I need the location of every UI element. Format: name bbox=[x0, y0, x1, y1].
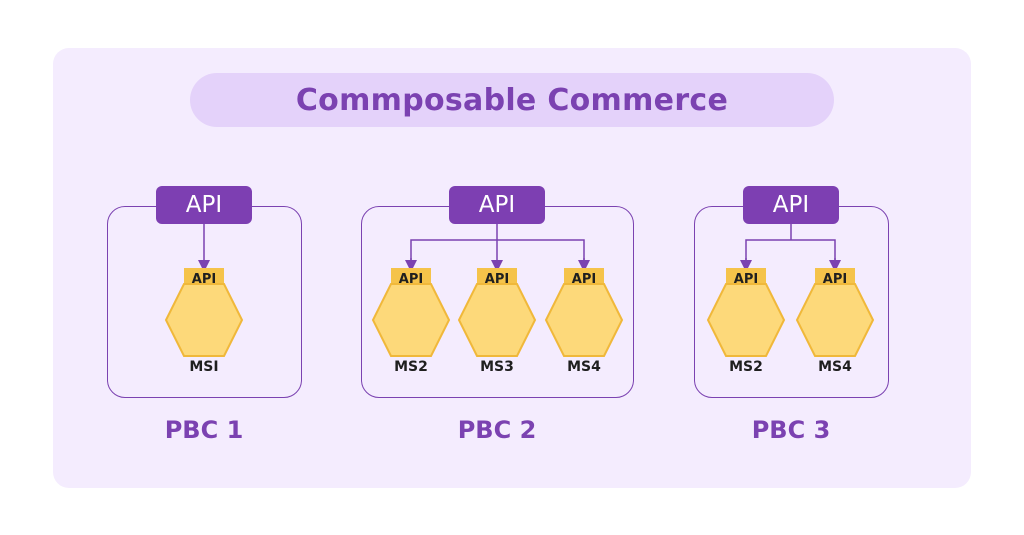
microservice-label: MS4 bbox=[818, 359, 852, 375]
title-banner: Commposable Commerce bbox=[190, 73, 834, 127]
pbc-3-service-1: API bbox=[706, 268, 786, 358]
pbc-2-service-3: API bbox=[544, 268, 624, 358]
microservice-hexagon-icon bbox=[706, 283, 786, 357]
microservice-hexagon-icon bbox=[371, 283, 451, 357]
microservice-hexagon-icon bbox=[164, 283, 244, 357]
pbc-1-api: API bbox=[156, 186, 252, 224]
pbc-1-service-1: API bbox=[164, 268, 244, 358]
microservice-label: MS3 bbox=[480, 359, 514, 375]
pbc-3-service-2: API bbox=[795, 268, 875, 358]
pbc-2-service-2: API bbox=[457, 268, 537, 358]
microservice-label: MS2 bbox=[729, 359, 763, 375]
pbc2-connector bbox=[405, 224, 590, 272]
pbc-2-api: API bbox=[449, 186, 545, 224]
pbc-1-label: PBC 1 bbox=[164, 416, 244, 444]
microservice-label: MS4 bbox=[567, 359, 601, 375]
pbc-3-api: API bbox=[743, 186, 839, 224]
microservice-hexagon-icon bbox=[795, 283, 875, 357]
microservice-label: MS2 bbox=[394, 359, 428, 375]
microservice-hexagon-icon bbox=[544, 283, 624, 357]
microservice-hexagon-icon bbox=[457, 283, 537, 357]
microservice-label: MSI bbox=[189, 359, 219, 375]
pbc-2-service-1: API bbox=[371, 268, 451, 358]
pbc-3-label: PBC 3 bbox=[751, 416, 831, 444]
pbc3-connector bbox=[740, 224, 841, 272]
pbc-2-label: PBC 2 bbox=[457, 416, 537, 444]
diagram-title: Commposable Commerce bbox=[295, 82, 729, 118]
